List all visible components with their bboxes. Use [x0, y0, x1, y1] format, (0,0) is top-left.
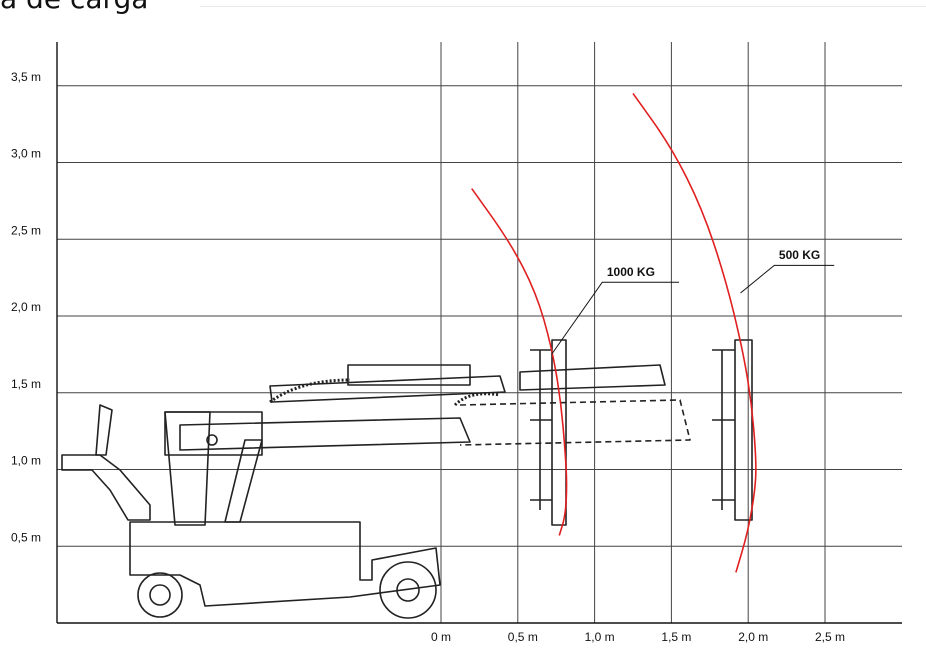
y-tick-label: 1,5 m — [11, 377, 41, 391]
x-tick-label: 0,5 m — [508, 630, 538, 644]
curve-label: 1000 KG — [607, 265, 655, 279]
x-tick-label: 2,0 m — [738, 630, 768, 644]
crane-arm-2 — [519, 364, 666, 391]
crane-hydraulic-cylinder — [269, 375, 506, 403]
header-divider — [200, 6, 926, 7]
crane-large-wheel — [379, 561, 437, 619]
grid-lines — [57, 42, 902, 623]
crane-boom-extension — [459, 399, 691, 446]
y-tick-label: 0,5 m — [11, 530, 41, 544]
y-tick-label: 3,5 m — [11, 70, 41, 84]
curve-leader-line — [551, 281, 680, 355]
y-tick-label: 1,0 m — [11, 454, 41, 468]
crane-mast — [164, 411, 211, 526]
crane-upper-cylinder — [347, 364, 471, 386]
x-tick-label: 0 m — [431, 630, 451, 644]
vacuum-frame-500-detail — [712, 349, 735, 510]
crane-hose-2 — [453, 392, 501, 407]
curve-labels: 1000 KG 500 KG — [551, 248, 835, 355]
tick-labels: 0 m 0,5 m 1,0 m 1,5 m 2,0 m 2,5 m 0,5 m 1,0 m 1,… — [11, 70, 845, 644]
curve-label: 500 KG — [779, 248, 820, 262]
load-curves — [471, 92, 757, 573]
vacuum-frame-500 — [734, 339, 753, 521]
crane-drawing — [61, 339, 753, 619]
curve-leader-line — [740, 264, 835, 294]
crane-small-wheel-hub — [149, 584, 171, 606]
load-curve-1 — [632, 92, 757, 573]
load-curve-0 — [471, 188, 568, 536]
crane-chassis — [129, 521, 441, 607]
x-tick-label: 1,0 m — [585, 630, 615, 644]
crane-small-wheel — [137, 572, 183, 618]
axes — [56, 42, 902, 624]
crane-handle — [95, 404, 113, 456]
crane-boom — [179, 417, 471, 451]
crane-tiller — [61, 454, 151, 521]
x-tick-label: 1,5 m — [661, 630, 691, 644]
crane-boom-base — [164, 411, 263, 456]
y-tick-label: 2,0 m — [11, 300, 41, 314]
boom-pivot — [206, 434, 218, 446]
crane-leg — [224, 439, 263, 523]
x-tick-label: 2,5 m — [815, 630, 845, 644]
crane-large-wheel-hub — [396, 578, 420, 602]
y-tick-label: 2,5 m — [11, 223, 41, 237]
y-tick-label: 3,0 m — [11, 147, 41, 161]
page-title: a de carga — [0, 0, 148, 15]
vacuum-frame-detail — [530, 349, 552, 510]
